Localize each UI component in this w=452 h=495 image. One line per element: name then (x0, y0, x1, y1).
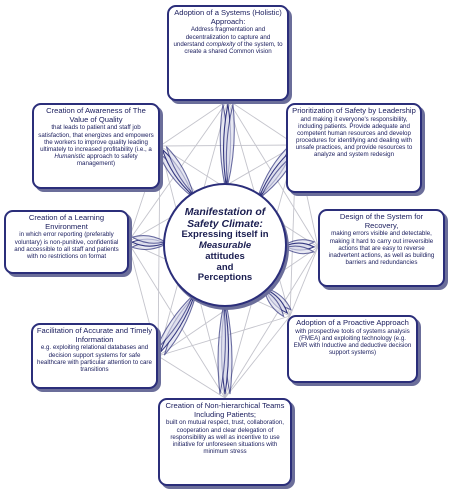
center-line: attitudes (205, 250, 245, 262)
box-description: e.g. exploiting relational databases and… (37, 344, 152, 373)
petal-connector (263, 289, 285, 318)
connector-line (289, 246, 319, 317)
box-title: Creation of Non-hierarchical Teams Inclu… (165, 401, 285, 419)
box-proactive-approach: Adoption of a Proactive Approach with pr… (287, 315, 418, 383)
center-line: and (216, 261, 234, 273)
box-description: built on mutual respect, trust, collabor… (166, 419, 284, 455)
center-line: Perceptions (197, 272, 253, 284)
connector-line (227, 99, 297, 146)
box-description: and making it everyone's responsibility,… (295, 115, 413, 159)
box-prioritization-of-safety: Prioritization of Safety by Leadership a… (286, 103, 422, 193)
box-title: Prioritization of Safety by Leadership (292, 106, 416, 115)
petal-connector (283, 245, 316, 255)
petal-connector (130, 234, 167, 244)
box-non-hierarchical-teams: Creation of Non-hierarchical Teams Inclu… (158, 398, 292, 486)
box-systems-approach: Adoption of a Systems (Holistic) Approac… (167, 5, 289, 101)
box-design-for-recovery: Design of the System for Recovery, makin… (318, 209, 445, 287)
petal-connector (217, 304, 227, 395)
center-line: Manifestation of (184, 205, 266, 218)
center-line: Safety Climate: (187, 217, 263, 230)
box-description: Address fragmentation and decentralizati… (173, 26, 283, 55)
box-awareness-of-quality: Creation of Awareness of The Value of Qu… (32, 103, 160, 189)
connector-line (224, 246, 319, 399)
box-title: Adoption of a Proactive Approach (296, 318, 409, 327)
box-title: Creation of Awareness of The Value of Qu… (46, 106, 146, 124)
box-learning-environment: Creation of a Learning Environment in wh… (4, 210, 129, 274)
box-title: Facilitation of Accurate and Timely Info… (36, 326, 153, 344)
center-line: Measurable (198, 239, 252, 251)
central-circle: Manifestation of Safety Climate: Express… (163, 183, 287, 307)
connector-line (159, 99, 229, 147)
box-description: that leads to patient and staff job sati… (38, 124, 154, 168)
box-description: making errors visible and detectable, ma… (328, 230, 435, 266)
box-title: Creation of a Learning Environment (28, 213, 105, 231)
center-line: Expressing itself in (181, 228, 269, 240)
box-accurate-information: Facilitation of Accurate and Timely Info… (31, 323, 158, 389)
connector-line (157, 355, 226, 399)
box-description: with prospective tools of systems analys… (293, 327, 412, 357)
petal-connector (165, 146, 194, 195)
connector-line (224, 315, 291, 399)
petal-connector (225, 103, 235, 186)
box-title: Design of the System for Recovery, (339, 212, 424, 230)
box-title: Adoption of a Systems (Holistic) Approac… (174, 8, 282, 26)
box-description: in which error reporting (preferably vol… (14, 231, 119, 260)
